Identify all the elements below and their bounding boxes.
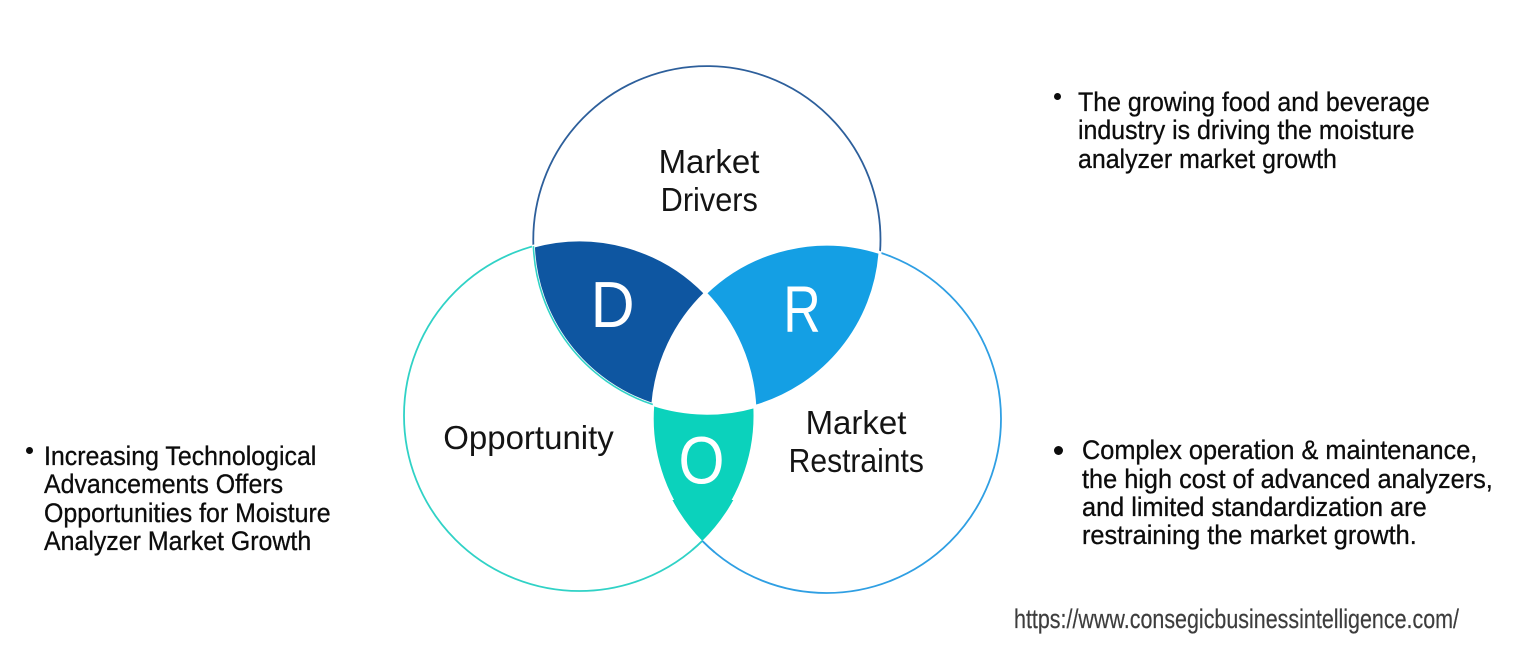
svg-text:R: R (783, 272, 821, 346)
svg-text:D: D (591, 268, 635, 341)
svg-text:O: O (679, 424, 725, 499)
